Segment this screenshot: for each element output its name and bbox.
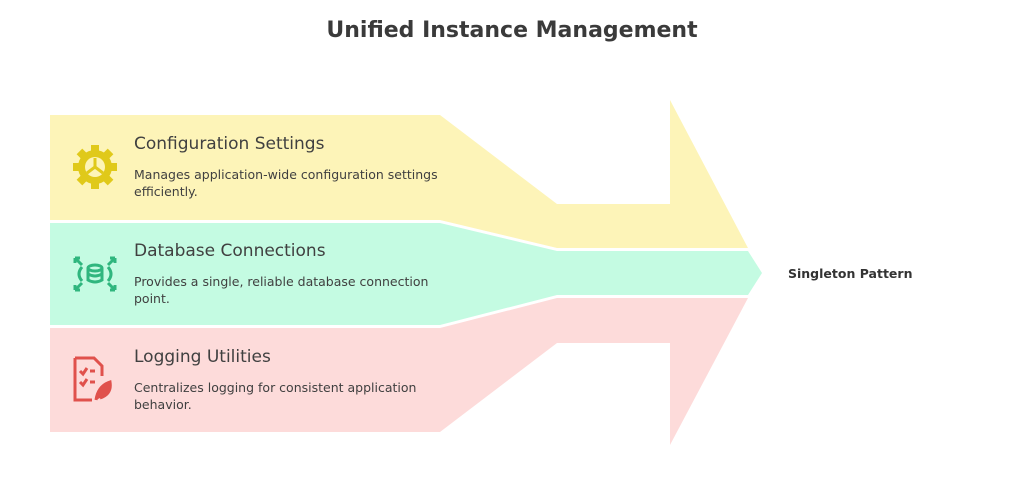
band-configuration [50,100,748,248]
item-description: Centralizes logging for consistent appli… [134,380,417,412]
log-document-icon [70,354,120,404]
item-configuration-settings: Configuration Settings Manages applicati… [134,134,454,200]
item-description: Manages application-wide configuration s… [134,167,438,199]
item-description: Provides a single, reliable database con… [134,274,429,306]
band-database [50,223,762,325]
band-logging [50,298,748,445]
target-label: Singleton Pattern [788,266,913,281]
item-title: Configuration Settings [134,134,325,154]
diagram-title: Unified Instance Management [326,18,698,43]
item-logging-utilities: Logging Utilities Centralizes logging fo… [134,347,454,413]
item-database-connections: Database Connections Provides a single, … [134,241,454,307]
database-connection-icon [70,248,120,298]
gear-icon [70,142,120,192]
item-title: Database Connections [134,241,326,261]
item-title: Logging Utilities [134,347,271,367]
